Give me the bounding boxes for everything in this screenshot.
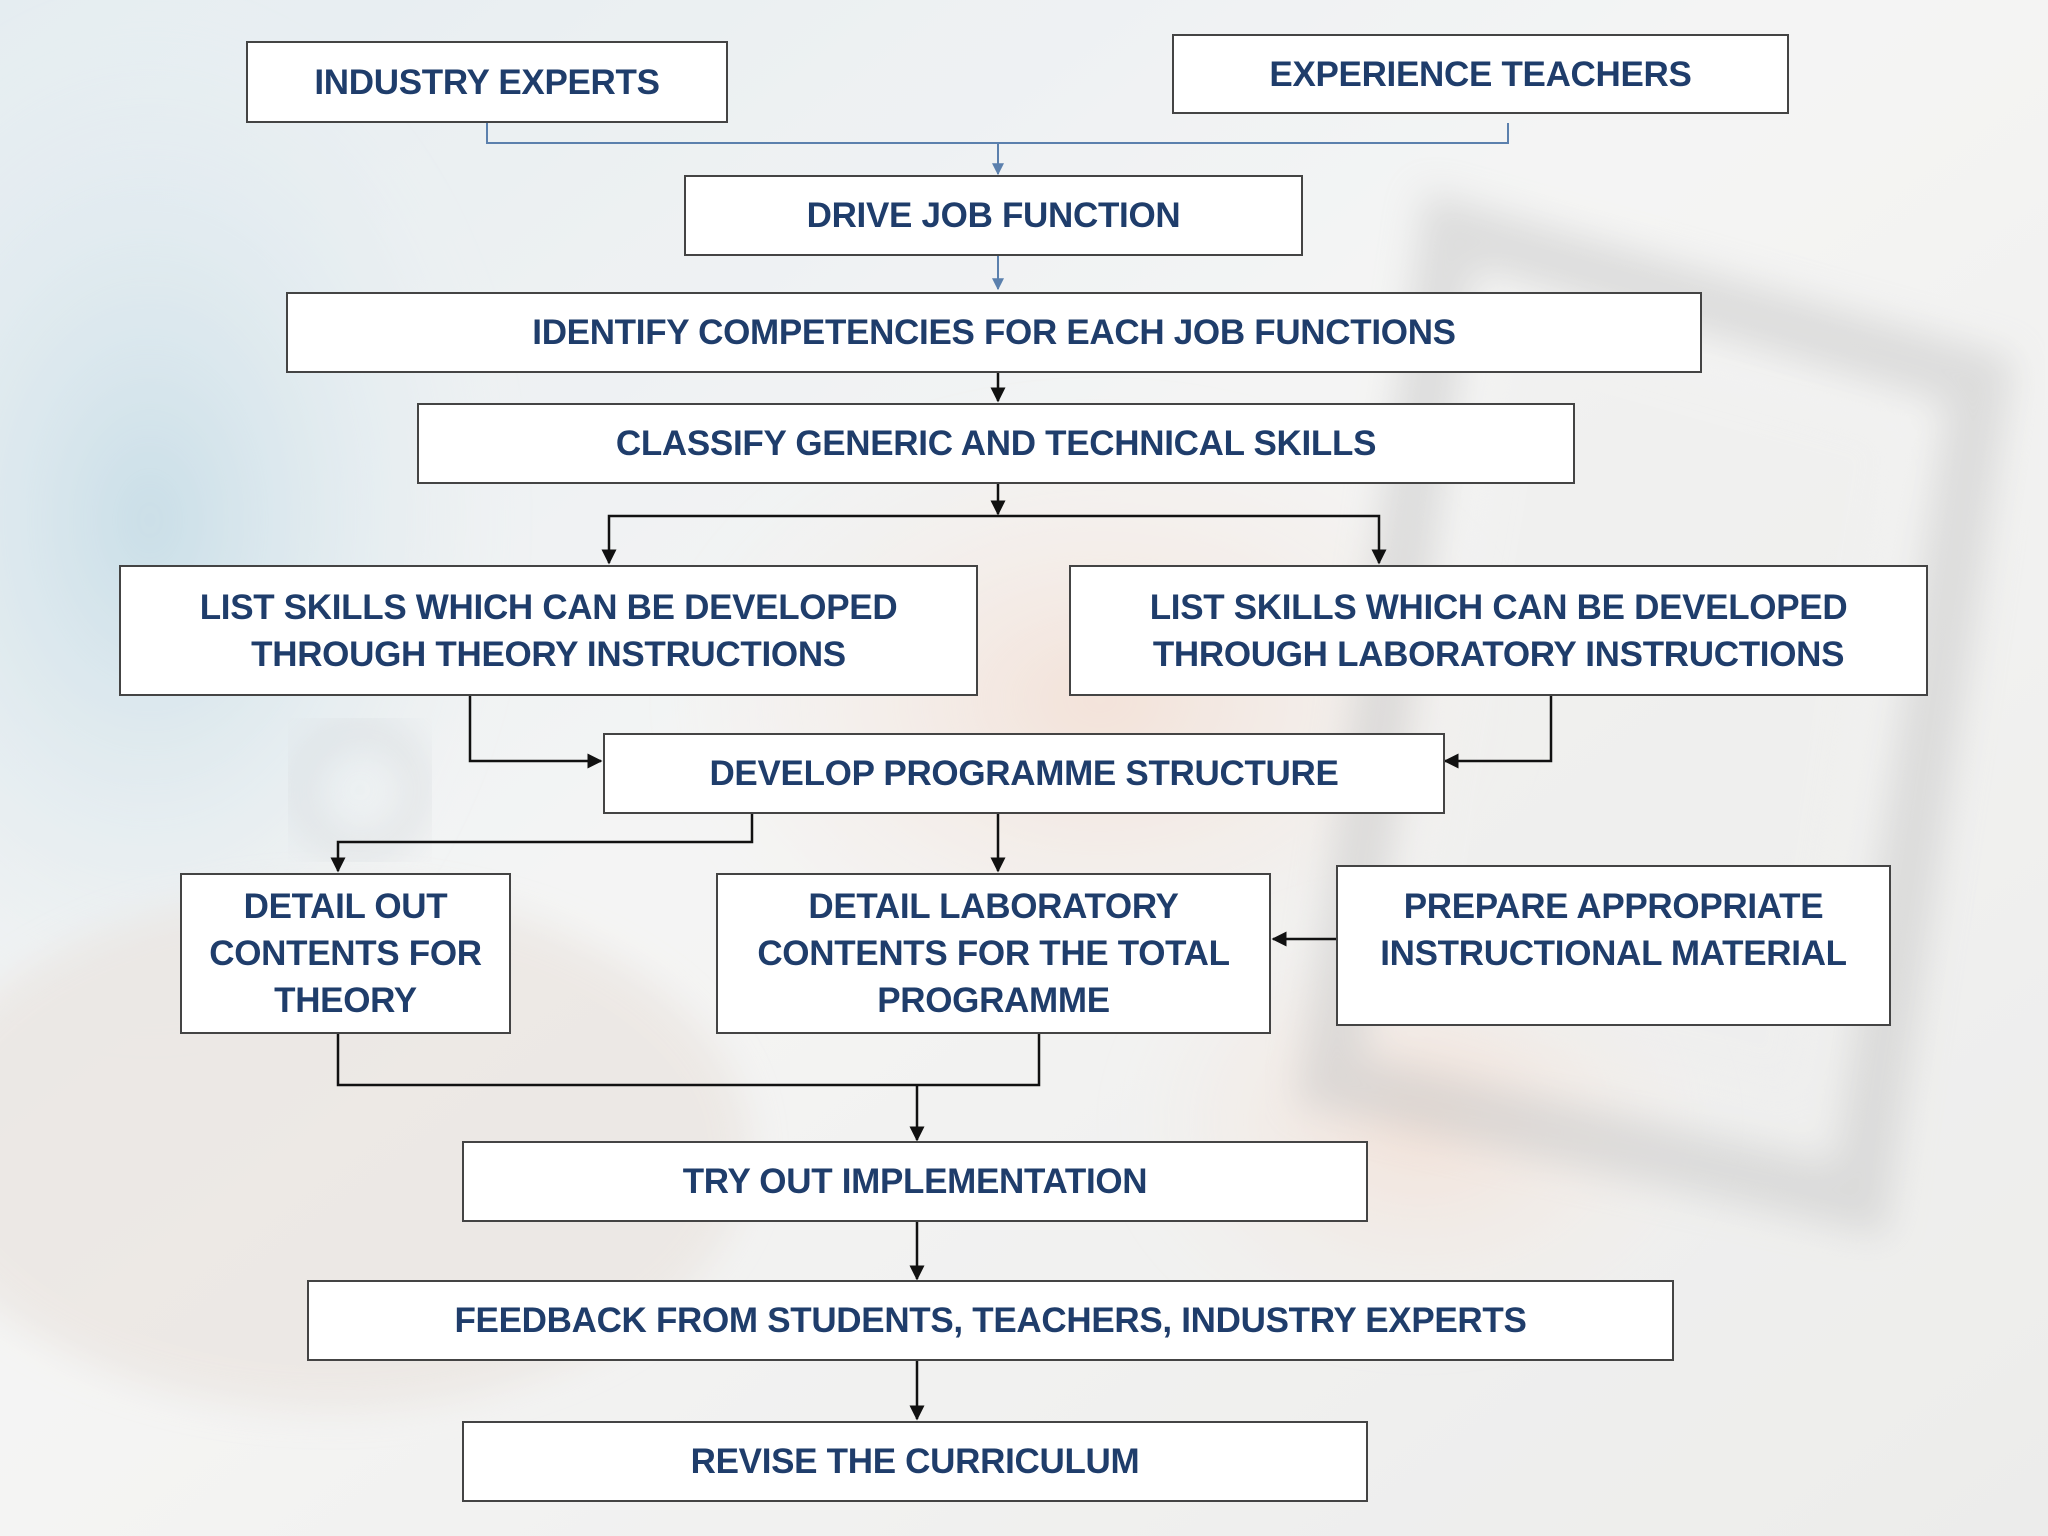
node-classify-skills: CLASSIFY GENERIC AND TECHNICAL SKILLS	[417, 403, 1575, 484]
node-try-out-implementation: TRY OUT IMPLEMENTATION	[462, 1141, 1368, 1222]
arrow-split-to-theory	[601, 514, 998, 565]
node-list-laboratory-skills: LIST SKILLS WHICH CAN BE DEVELOPED THROU…	[1069, 565, 1928, 696]
node-feedback: FEEDBACK FROM STUDENTS, TEACHERS, INDUST…	[307, 1280, 1674, 1361]
node-industry-experts: INDUSTRY EXPERTS	[246, 41, 728, 123]
node-identify-competencies: IDENTIFY COMPETENCIES FOR EACH JOB FUNCT…	[286, 292, 1702, 373]
node-drive-job-function: DRIVE JOB FUNCTION	[684, 175, 1303, 256]
connector-details-merge	[336, 1034, 1041, 1087]
connector-experts-to-merge	[486, 123, 1509, 144]
arrow-structure-to-detail-theory	[330, 814, 754, 873]
node-prepare-instructional-material: PREPARE APPROPRIATE INSTRUCTIONAL MATERI…	[1336, 865, 1891, 1026]
arrow-theory-to-structure	[468, 696, 603, 769]
arrow-laboratory-to-structure	[1443, 696, 1553, 769]
node-develop-programme-structure: DEVELOP PROGRAMME STRUCTURE	[603, 733, 1445, 814]
node-list-theory-skills: LIST SKILLS WHICH CAN BE DEVELOPED THROU…	[119, 565, 978, 696]
arrow-split-to-laboratory	[998, 514, 1387, 565]
node-detail-laboratory-contents: DETAIL LABORATORY CONTENTS FOR THE TOTAL…	[716, 873, 1271, 1034]
node-experience-teachers: EXPERIENCE TEACHERS	[1172, 34, 1789, 114]
node-revise-curriculum: REVISE THE CURRICULUM	[462, 1421, 1368, 1502]
node-detail-theory-contents: DETAIL OUT CONTENTS FOR THEORY	[180, 873, 511, 1034]
